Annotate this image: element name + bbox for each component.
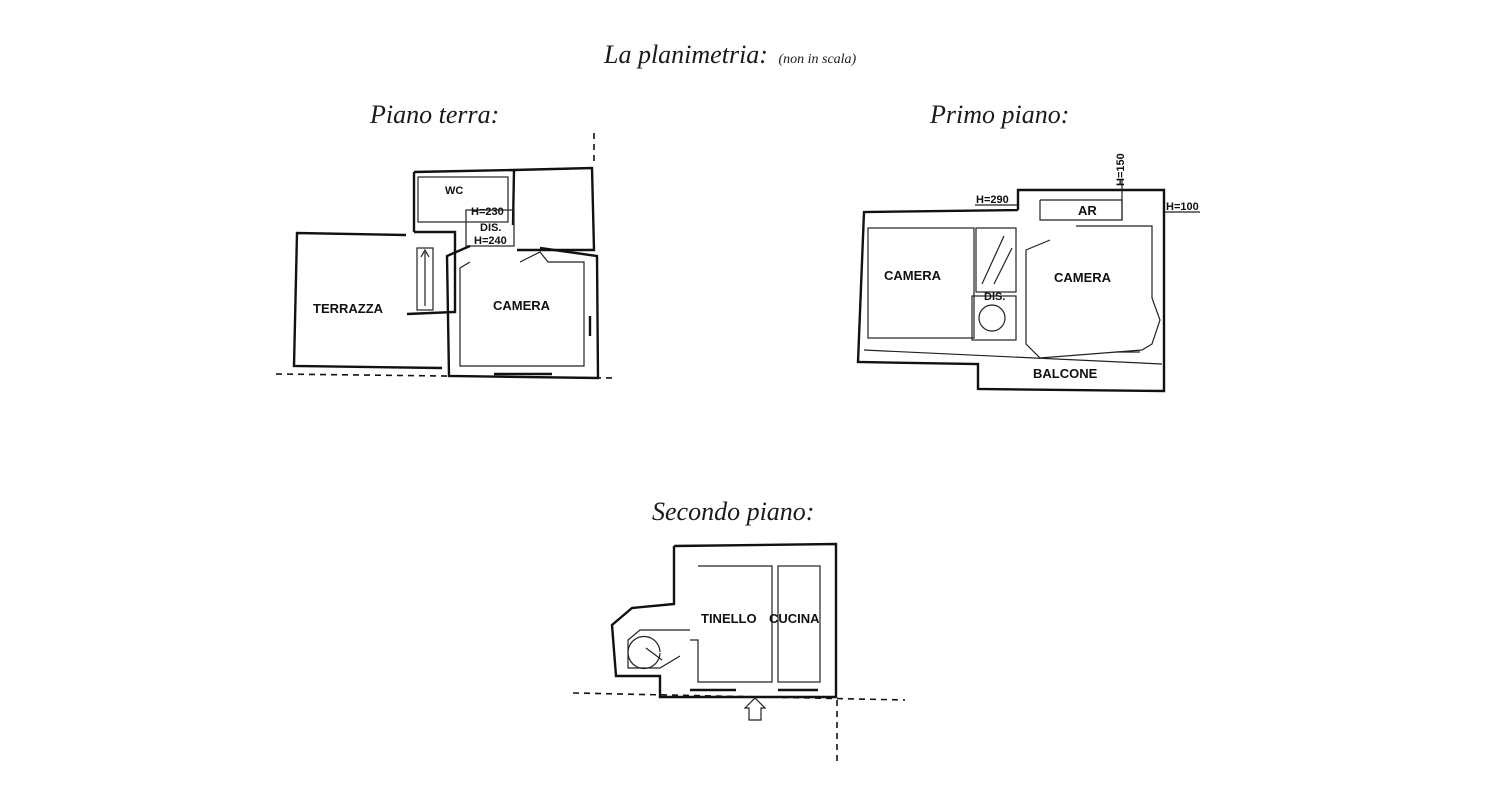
first-floor-plan: H=290 H=150 H=100 AR CAMERA CAMERA DIS. … <box>856 153 1200 393</box>
wc-room <box>417 176 509 223</box>
camera-outer-wall <box>445 244 600 380</box>
ground-boundary-dash-horizontal <box>275 373 616 379</box>
stair-room <box>975 227 1017 293</box>
room-label-balcone: BALCONE <box>1033 366 1098 381</box>
room-label-wc: WC <box>445 185 463 197</box>
tinello-room <box>690 565 773 683</box>
second-floor-title: Secondo piano: <box>652 497 815 526</box>
room-label-camera-left: CAMERA <box>884 268 942 283</box>
stair-enclosure-second <box>627 629 690 669</box>
dis-room-first <box>971 295 1017 341</box>
height-label-150: H=150 <box>1115 153 1127 186</box>
height-label-230: H=230 <box>471 206 504 218</box>
room-label-camera-right: CAMERA <box>1054 270 1112 285</box>
spiral-stair-second <box>627 635 661 670</box>
stair-arrowhead <box>420 248 430 258</box>
stair-flight-1 <box>981 235 1005 285</box>
stair-flight <box>416 247 434 311</box>
page-title: La planimetria: (non in scala) <box>604 40 856 70</box>
room-label-cucina: CUCINA <box>769 611 820 626</box>
room-label-dis-first: DIS. <box>984 291 1005 303</box>
first-floor-title: Primo piano: <box>930 100 1070 129</box>
ground-floor-plan: WC H=230 DIS. H=240 TERRAZZA CAMERA <box>275 133 616 380</box>
camera-right-room <box>1025 225 1161 359</box>
rear-shed-outline <box>513 166 596 252</box>
room-label-terrazza: TERRAZZA <box>313 301 384 316</box>
spiral-stair <box>978 304 1006 332</box>
terrazza-outline <box>292 231 443 370</box>
room-label-dis-ground: DIS. <box>480 222 501 234</box>
second-floor-plan: TINELLO CUCINA <box>572 542 906 762</box>
stair-flight-2 <box>993 247 1013 285</box>
height-label-290: H=290 <box>976 194 1009 206</box>
dis-room <box>465 209 515 247</box>
scale-note: (non in scala) <box>778 52 857 67</box>
room-label-camera-ground: CAMERA <box>493 298 551 313</box>
camera-left-room <box>867 227 975 339</box>
stair-enclosure <box>406 230 457 316</box>
room-label-tinello: TINELLO <box>701 611 757 626</box>
stair-arrow-second <box>645 647 663 661</box>
title-text: La planimetria: <box>604 40 768 69</box>
first-outer-wall <box>856 188 1166 393</box>
height-label-100: H=100 <box>1166 201 1199 213</box>
cucina-room <box>777 565 821 683</box>
ground-floor-title: Piano terra: <box>370 100 500 129</box>
second-outer-wall <box>610 542 838 699</box>
entrance-arrow-icon <box>743 697 767 721</box>
height-label-240: H=240 <box>474 235 507 247</box>
room-label-ar: AR <box>1078 203 1097 218</box>
camera-inner-wall <box>459 251 585 367</box>
balcone-edge <box>863 349 1163 365</box>
